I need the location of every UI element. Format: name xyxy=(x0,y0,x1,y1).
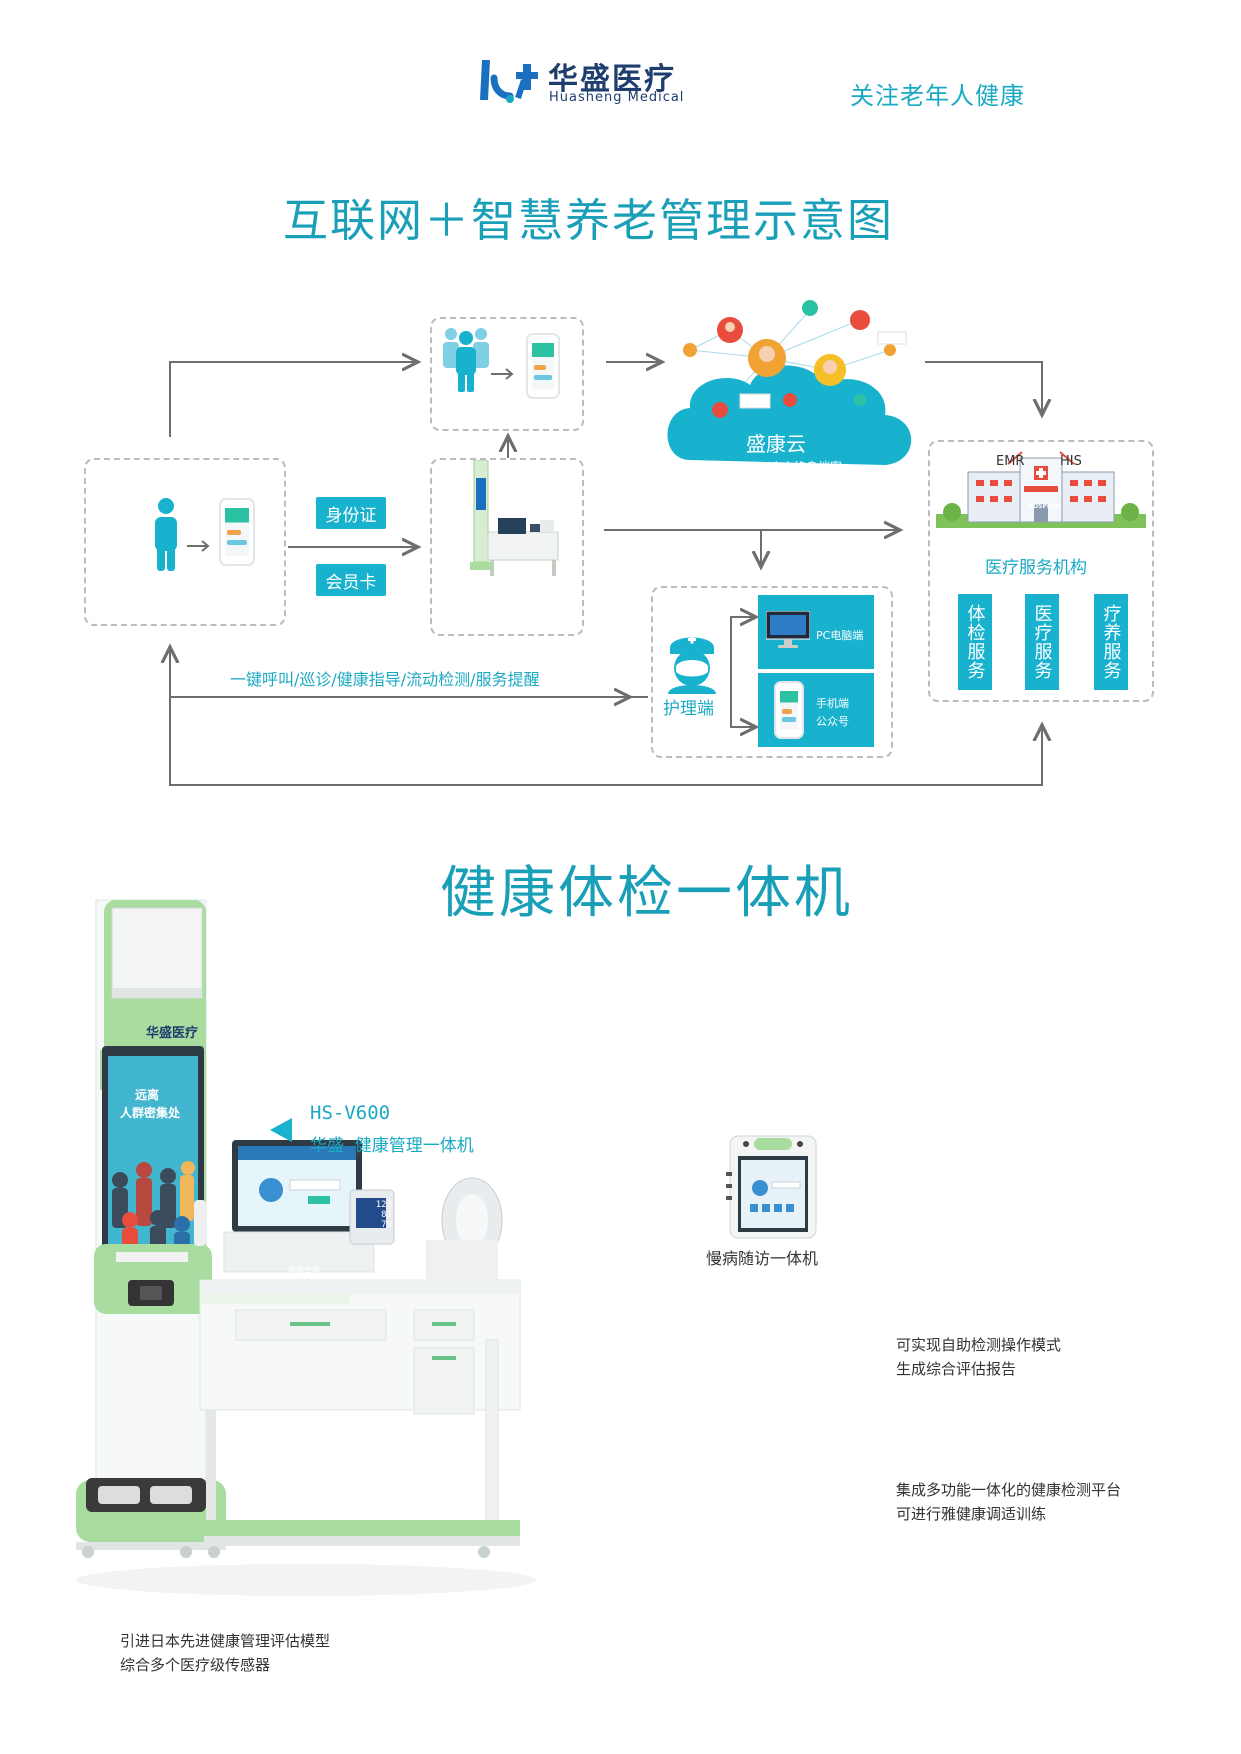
pc-terminal-card[interactable]: PC电脑端 xyxy=(758,595,874,669)
bottom-feature-line-2: 综合多个医疗级传感器 xyxy=(120,1656,271,1674)
pointer-triangle-icon xyxy=(270,1118,292,1142)
person-icon xyxy=(155,498,177,571)
user-phone-image xyxy=(219,498,255,566)
hospital-box xyxy=(928,440,1154,702)
chronic-device-image xyxy=(726,1135,817,1239)
service-medical-button[interactable]: 医疗服务 xyxy=(1025,594,1059,690)
hospital-sign-his: HIS xyxy=(1060,454,1082,469)
bp-systolic: 123 xyxy=(375,1200,392,1210)
product-title: 健康体检一体机 xyxy=(440,861,853,926)
kiosk-screen-line-2: 人群密集处 xyxy=(120,1106,181,1120)
bp-pulse: 79 xyxy=(381,1220,392,1230)
member-card-button[interactable]: 会员卡 xyxy=(316,564,386,596)
brand-name-en: Huasheng Medical xyxy=(549,90,685,105)
cloud-graphic xyxy=(667,300,912,465)
hospital-label: 医疗服务机构 xyxy=(985,558,1087,578)
hospital-icon xyxy=(936,451,1146,528)
pc-terminal-label: PC电脑端 xyxy=(816,629,864,642)
cloud-title: 盛康云 xyxy=(746,432,806,456)
brand-logo: 华盛医疗 Huasheng Medical xyxy=(476,52,706,108)
user-box xyxy=(84,458,286,626)
kiosk-product-image xyxy=(76,899,536,1596)
mobile-terminal-label-2: 公众号 xyxy=(816,715,849,728)
brand-name-cn: 华盛医疗 xyxy=(548,62,676,97)
bp-diastolic: 81 xyxy=(381,1210,392,1220)
cloud-subtitle: 个人终身档案 xyxy=(770,460,843,474)
group-phone-image xyxy=(526,333,560,399)
model-number: HS-V600 xyxy=(310,1102,391,1124)
group-box xyxy=(430,317,584,431)
chronic-device-label: 慢病随访一体机 xyxy=(706,1249,819,1268)
flow-label: 一键呼叫/巡诊/健康指导/流动检测/服务提醒 xyxy=(230,670,540,689)
slogan: 关注老年人健康 xyxy=(850,82,1025,110)
service-recuperation-button[interactable]: 疗养服务 xyxy=(1094,594,1128,690)
flow-connectors xyxy=(0,0,1241,786)
bottom-feature-line-1: 引进日本先进健康管理评估模型 xyxy=(120,1632,331,1650)
nurse-icon xyxy=(668,635,716,694)
feature-1-line-2: 生成综合评估报告 xyxy=(896,1360,1017,1378)
mobile-terminal-label-1: 手机端 xyxy=(816,697,849,710)
pc-monitor-icon xyxy=(766,611,810,648)
arrow-right-icon xyxy=(187,540,210,552)
nurse-label: 护理端 xyxy=(663,699,714,719)
huasheng-logo-icon xyxy=(480,60,538,103)
kiosk-screen-app-title: 健康管理 xyxy=(288,1266,320,1275)
hospital-banner: HOSPITAL xyxy=(1028,503,1062,510)
hospital-sign-emr: EMR xyxy=(996,454,1025,469)
mobile-phone-image xyxy=(774,681,804,739)
kiosk-brand-label: 华盛医疗 xyxy=(146,1026,199,1041)
feature-2-line-1: 集成多功能一体化的健康检测平台 xyxy=(896,1481,1122,1499)
model-description: 华盛 健康管理一体机 xyxy=(310,1136,474,1156)
kiosk-box xyxy=(430,458,584,636)
kiosk-screen-line-1: 远离 xyxy=(135,1088,160,1102)
bp-monitor-readings: 123 81 79 xyxy=(362,1200,392,1230)
feature-1-line-1: 可实现自助检测操作模式 xyxy=(896,1336,1062,1354)
feature-2-line-2: 可进行雅健康调适训练 xyxy=(896,1505,1047,1523)
group-people-icon xyxy=(443,328,489,392)
nurse-box xyxy=(651,586,893,758)
service-checkup-button[interactable]: 体检服务 xyxy=(958,594,992,690)
diagram-title: 互联网＋智慧养老管理示意图 xyxy=(283,194,895,247)
arrow-right-icon xyxy=(491,368,514,380)
mobile-terminal-card[interactable]: 手机端 公众号 xyxy=(758,673,874,747)
id-card-button[interactable]: 身份证 xyxy=(316,497,386,529)
kiosk-image xyxy=(470,460,559,576)
